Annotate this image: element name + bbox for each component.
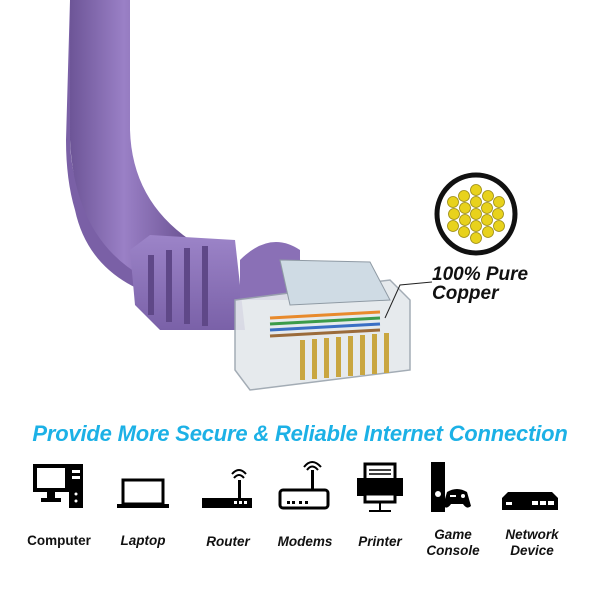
device-label-console: Console: [426, 543, 480, 558]
device-label-network: Network: [505, 527, 559, 542]
device-label-game: Game: [434, 527, 472, 542]
device-label-computer: Computer: [27, 533, 91, 548]
game-console-icon: [408, 460, 498, 516]
laptop-icon: [98, 460, 188, 512]
modem-icon: [260, 460, 350, 516]
network-device-icon: [485, 460, 575, 516]
device-label-router: Router: [206, 534, 250, 549]
computer-icon: [14, 460, 104, 512]
headline: Provide More Secure & Reliable Internet …: [32, 421, 568, 446]
copper-label-line1: 100% Pure: [432, 264, 529, 285]
printer-icon: [335, 460, 425, 516]
device-label-modems: Modems: [277, 534, 333, 549]
ethernet-cable-illustration: [66, 0, 518, 391]
copper-label-line2: Copper: [432, 283, 499, 304]
router-icon: [183, 460, 273, 512]
device-label-game-console: Game Console: [403, 527, 503, 559]
device-label-laptop: Laptop: [120, 533, 166, 548]
device-label-network-device: Network Device: [482, 527, 582, 559]
device-label-device: Device: [510, 543, 554, 558]
device-label-printer: Printer: [358, 534, 402, 549]
copper-label: 100% Pure Copper: [432, 265, 528, 303]
